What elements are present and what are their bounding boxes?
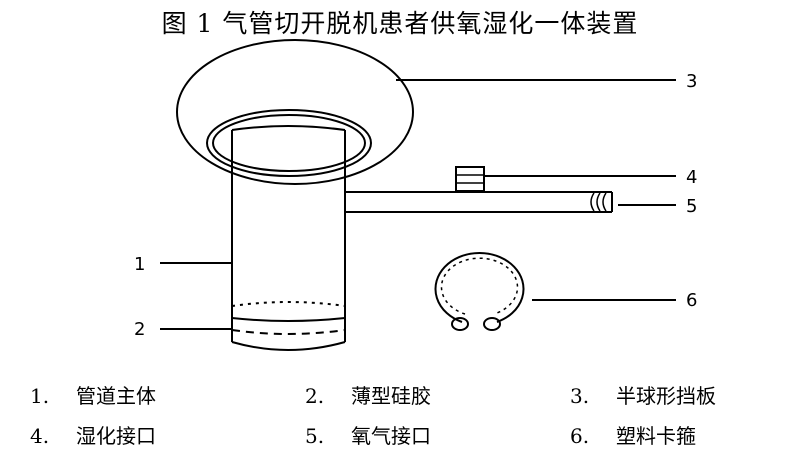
clamp-right-hole (483, 317, 501, 331)
silicone-top-dotted (231, 301, 346, 307)
callout-6: 6 (686, 290, 697, 311)
legend-label: 管道主体 (76, 384, 156, 408)
legend-item-5: 5. 氧气接口 (305, 420, 431, 449)
oxygen-ring-3 (602, 192, 607, 212)
callout-1: 1 (134, 254, 145, 275)
legend-num: 2. (305, 384, 325, 408)
baffle-inner-ellipse-inner (212, 114, 366, 172)
legend-num: 4. (30, 424, 50, 448)
callout-3: 3 (686, 71, 697, 92)
legend-num: 1. (30, 384, 50, 408)
legend-label: 塑料卡箍 (616, 424, 696, 448)
baffle-inner-ellipse-outer (206, 109, 372, 177)
clamp-ring-outer (434, 251, 525, 323)
tube-bottom-edge (231, 341, 346, 351)
oxygen-ring-2 (596, 192, 601, 212)
legend-item-4: 4. 湿化接口 (30, 420, 156, 449)
legend-num: 3. (570, 384, 590, 408)
legend-label: 氧气接口 (351, 424, 431, 448)
baffle-outer-ellipse (176, 39, 414, 185)
clamp-ring-inner (440, 257, 519, 315)
legend-label: 湿化接口 (76, 424, 156, 448)
oxygen-ring-1 (590, 192, 595, 212)
figure-title: 图 1 气管切开脱机患者供氧湿化一体装置 (161, 9, 639, 38)
humidifier-port (455, 166, 485, 192)
callout-4: 4 (686, 167, 697, 188)
callout-5: 5 (686, 196, 697, 217)
legend-label: 半球形挡板 (616, 384, 716, 408)
legend-item-1: 1. 管道主体 (30, 380, 156, 409)
legend-num: 6. (570, 424, 590, 448)
tube-top-edge (231, 125, 346, 131)
legend-num: 5. (305, 424, 325, 448)
clamp-left-hole (451, 317, 469, 331)
silicone-bottom-dashed (231, 329, 346, 335)
silicone-band-line (231, 317, 346, 322)
callout-2: 2 (134, 319, 145, 340)
legend-item-3: 3. 半球形挡板 (570, 380, 716, 409)
legend-item-2: 2. 薄型硅胶 (305, 380, 431, 409)
legend-item-6: 6. 塑料卡箍 (570, 420, 696, 449)
legend-label: 薄型硅胶 (351, 384, 431, 408)
